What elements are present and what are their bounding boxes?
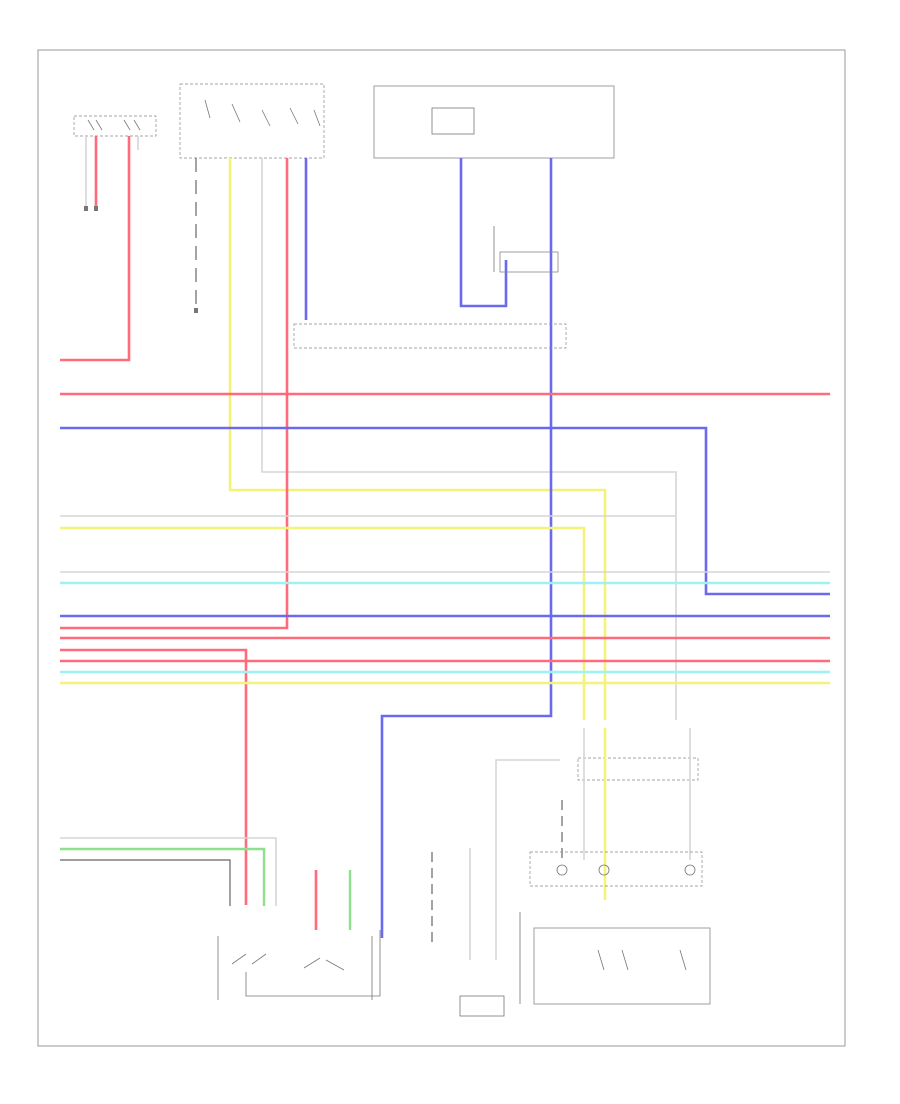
- junction-connector-top: [293, 323, 567, 349]
- junction-connector-right: [577, 757, 699, 781]
- wire-mode-yellow: [228, 158, 607, 720]
- wire-bl-green: [60, 847, 266, 906]
- top-left-switch: [73, 115, 157, 137]
- diagram-frame: [37, 49, 846, 1047]
- wire-bc-gray: [495, 759, 560, 960]
- wire-left-red-b: [60, 136, 131, 362]
- bus-yellow-1: [60, 526, 586, 720]
- wire-bl-gray: [60, 837, 277, 906]
- wire-ecu-blue-b: [380, 158, 553, 938]
- wire-ecu-blue-a: [459, 158, 508, 308]
- bus-blue-1: [60, 426, 830, 596]
- body-ecu: [373, 85, 615, 159]
- steering-switch-assembly: [519, 912, 711, 1005]
- park-neutral-switch: [217, 930, 381, 1000]
- bottom-center-connector: [459, 995, 505, 1017]
- relay-block: [493, 226, 559, 273]
- wire-bl-black: [60, 859, 231, 906]
- mode-switch-assembly: [179, 83, 325, 159]
- stop-switch-small: [303, 870, 352, 971]
- wire-mode-red: [60, 158, 289, 630]
- bus-red-3: [60, 648, 248, 905]
- pedal-sensor: [529, 851, 703, 887]
- wire-mode-gray: [261, 158, 677, 720]
